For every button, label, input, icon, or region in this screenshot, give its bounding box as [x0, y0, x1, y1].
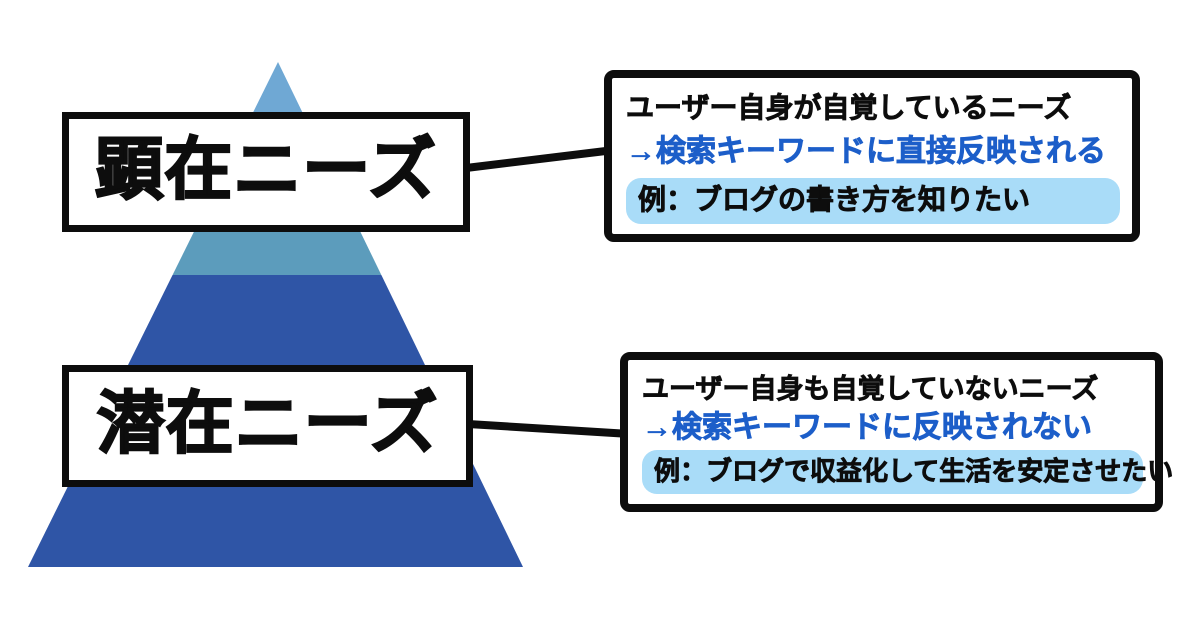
explicit-needs-example-highlight: 例：ブログの書き方を知りたい — [626, 178, 1120, 224]
explicit-needs-note-box: ユーザー自身が自覚しているニーズ →検索キーワードに直接反映される 例：ブログの… — [604, 70, 1140, 242]
explicit-needs-keyword-effect: →検索キーワードに直接反映される — [626, 135, 1107, 169]
latent-needs-note-box: ユーザー自身も自覚していないニーズ →検索キーワードに反映されない 例：ブログで… — [620, 352, 1174, 512]
latent-needs-label-box: 潜在ニーズ — [62, 365, 473, 487]
latent-needs-description: ユーザー自身も自覚していないニーズ — [642, 374, 1099, 405]
explicit-needs-label-box: 顕在ニーズ — [62, 112, 470, 232]
latent-needs-keyword-effect: →検索キーワードに反映されない — [642, 411, 1093, 445]
explicit-needs-description: ユーザー自身が自覚しているニーズ — [626, 92, 1072, 124]
connector-line-explicit — [465, 146, 615, 172]
latent-needs-label: 潜在ニーズ — [96, 386, 439, 462]
explicit-needs-label: 顕在ニーズ — [94, 132, 437, 208]
latent-needs-example-highlight: 例：ブログで収益化して生活を安定させたい — [642, 450, 1174, 494]
connector-line-latent — [467, 420, 631, 438]
